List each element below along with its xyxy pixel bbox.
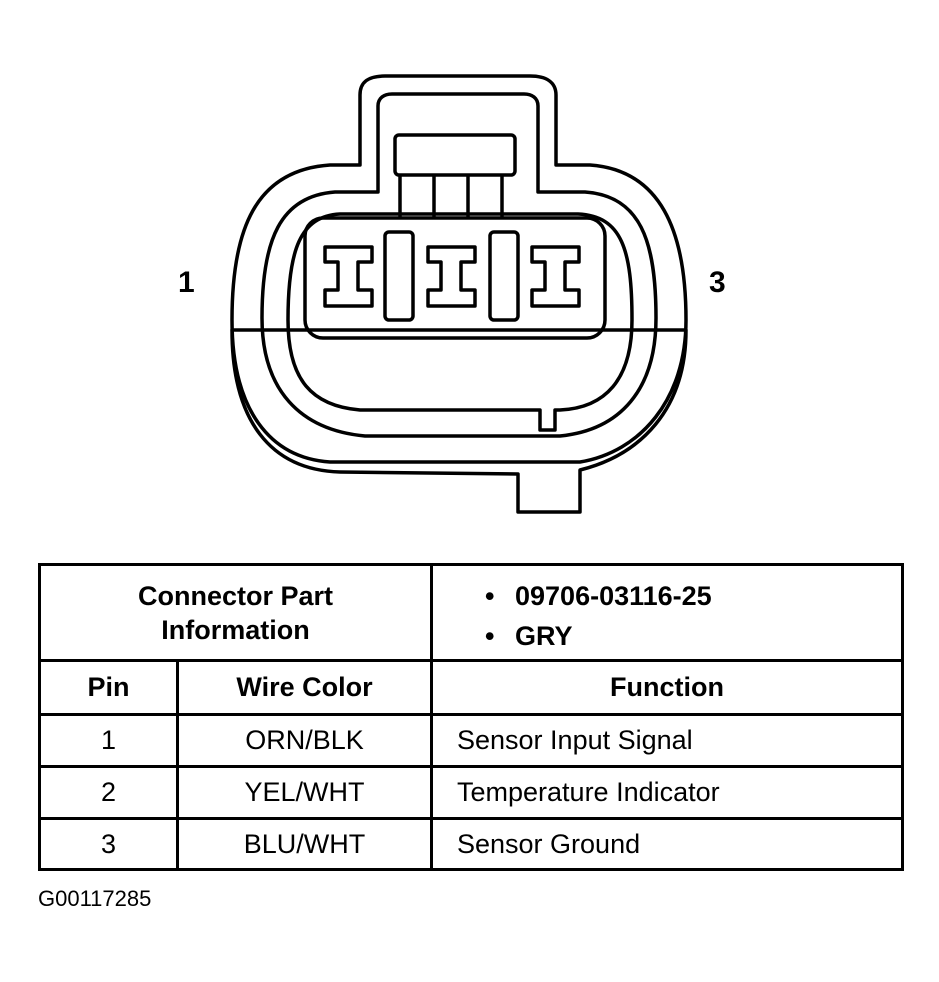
part-info-header-line2: Information xyxy=(161,614,310,645)
col-header-function: Function xyxy=(430,659,904,716)
terminal-3 xyxy=(530,245,581,308)
part-numbers-cell: • 09706-03116-25 • GRY xyxy=(430,563,904,662)
function-cell: Sensor Input Signal xyxy=(430,713,904,768)
table-row: 1 ORN/BLK Sensor Input Signal xyxy=(38,713,904,768)
part-info-row: Connector Part Information • 09706-03116-… xyxy=(38,563,904,662)
column-header-row: Pin Wire Color Function xyxy=(38,659,904,716)
terminal-1 xyxy=(323,245,374,308)
connector-diagram xyxy=(230,74,688,514)
part-info-header: Connector Part Information xyxy=(38,563,433,662)
latch-tab xyxy=(393,133,517,177)
figure-code: G00117285 xyxy=(38,886,152,911)
connector-inner-ring xyxy=(260,92,658,438)
wire-color-cell: BLU/WHT xyxy=(176,817,433,871)
col-header-wire-color: Wire Color xyxy=(176,659,433,716)
connector-info-table: Connector Part Information • 09706-03116-… xyxy=(38,563,904,871)
part-info-header-line1: Connector Part xyxy=(137,580,334,611)
part-number-text: 09706-03116-25 xyxy=(515,581,712,611)
pin-1-label: 1 xyxy=(178,266,195,299)
wire-color-cell: ORN/BLK xyxy=(176,713,433,768)
pin-3-label: 3 xyxy=(709,266,726,299)
wire-color-cell: YEL/WHT xyxy=(176,765,433,820)
col-header-pin: Pin xyxy=(38,659,179,716)
connector-body xyxy=(230,74,688,464)
pin-cell: 1 xyxy=(38,713,179,768)
pin-cell: 2 xyxy=(38,765,179,820)
table-row: 2 YEL/WHT Temperature Indicator xyxy=(38,765,904,820)
connector-outer-shell xyxy=(230,328,688,514)
bullet-icon: • xyxy=(485,621,495,651)
pin-cell: 3 xyxy=(38,817,179,871)
function-cell: Temperature Indicator xyxy=(430,765,904,820)
bullet-icon: • xyxy=(485,581,495,611)
terminal-housing xyxy=(303,216,607,340)
function-cell: Sensor Ground xyxy=(430,817,904,871)
terminal-2 xyxy=(426,245,477,308)
separator-right xyxy=(488,230,520,322)
part-color-text: GRY xyxy=(515,621,573,651)
separator-left xyxy=(383,230,415,322)
table-row: 3 BLU/WHT Sensor Ground xyxy=(38,817,904,871)
part-number-item: • 09706-03116-25 xyxy=(485,576,901,616)
part-color-item: • GRY xyxy=(485,616,901,656)
